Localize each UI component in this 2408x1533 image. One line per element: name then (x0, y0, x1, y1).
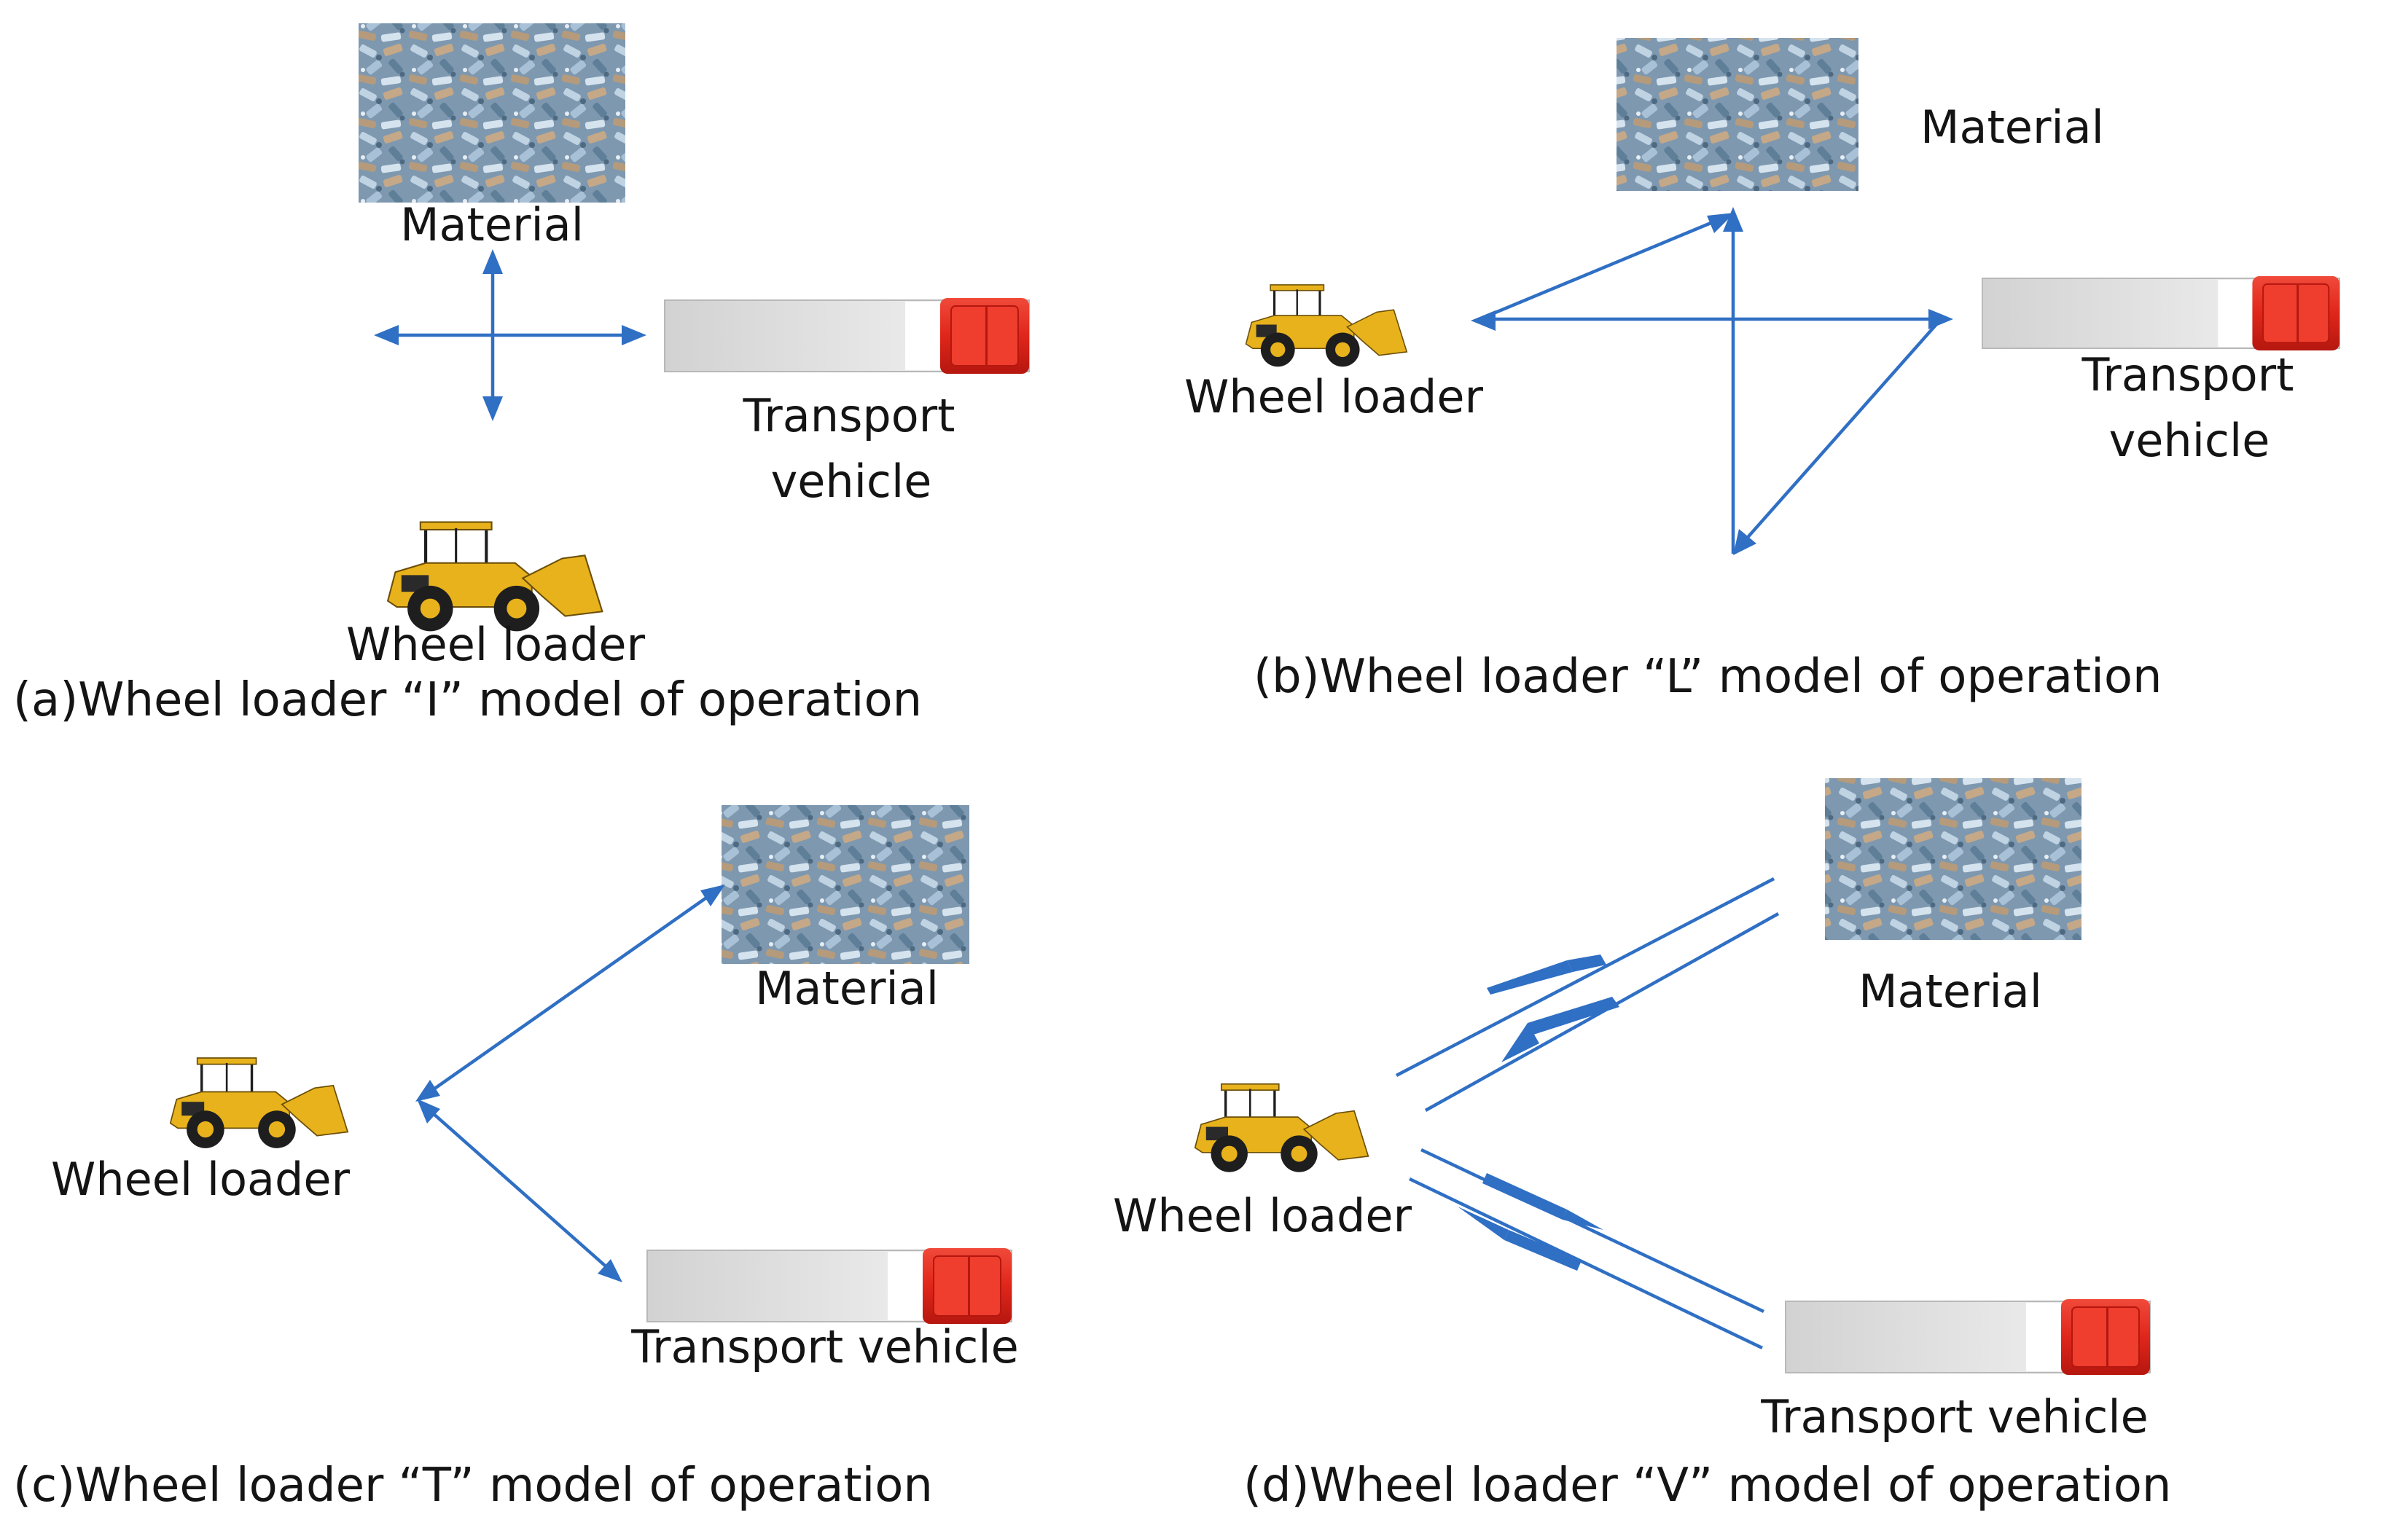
caption-a: (a)Wheel loader “I” model of operation (13, 673, 922, 727)
transport-vehicle-icon (1982, 275, 2340, 351)
caption-d: (d)Wheel loader “V” model of operation (1243, 1459, 2171, 1513)
material-label: Material (400, 198, 584, 251)
panel-a: Material Transport vehicle Wheel loader … (13, 23, 1030, 727)
wheel-loader-label: Wheel loader (1113, 1189, 1412, 1242)
panel-b: Material Wheel loader Transport vehicle … (1184, 38, 2340, 704)
transport-vehicle-icon (646, 1247, 1012, 1325)
panel-d: Material Wheel loader Transport vehicle … (1113, 778, 2171, 1513)
transport-label-line2: vehicle (771, 455, 932, 508)
caption-c: (c)Wheel loader “T” model of operation (13, 1459, 933, 1513)
material-pile-image (1617, 38, 1858, 191)
panel-c: Material Wheel loader Transport vehicle … (13, 805, 1019, 1513)
material-pile-image (1825, 778, 2081, 940)
transport-label-line2: vehicle (2109, 414, 2270, 467)
wheel-loader-icon (388, 522, 602, 632)
caption-b: (b)Wheel loader “L” model of operation (1254, 650, 2162, 704)
wheel-loader-label: Wheel loader (51, 1153, 350, 1206)
material-label: Material (755, 962, 939, 1015)
material-pile-image (722, 805, 969, 964)
wheel-loader-icon (1194, 1083, 1370, 1174)
transport-vehicle-icon (664, 297, 1030, 375)
transport-label-line1: Transport (2081, 348, 2294, 401)
transport-label-line1: Transport (743, 389, 955, 442)
transport-vehicle-icon (1785, 1298, 2151, 1376)
material-label: Material (1858, 965, 2042, 1018)
material-label: Material (1920, 101, 2104, 154)
wheel-loader-icon (169, 1056, 349, 1150)
material-pile-image (359, 23, 625, 203)
wheel-loader-label: Wheel loader (346, 618, 645, 671)
wheel-loader-icon (1245, 283, 1408, 368)
transport-label: Transport vehicle (1760, 1390, 2148, 1443)
transport-label: Transport vehicle (630, 1320, 1018, 1373)
wheel-loader-label: Wheel loader (1184, 370, 1483, 423)
